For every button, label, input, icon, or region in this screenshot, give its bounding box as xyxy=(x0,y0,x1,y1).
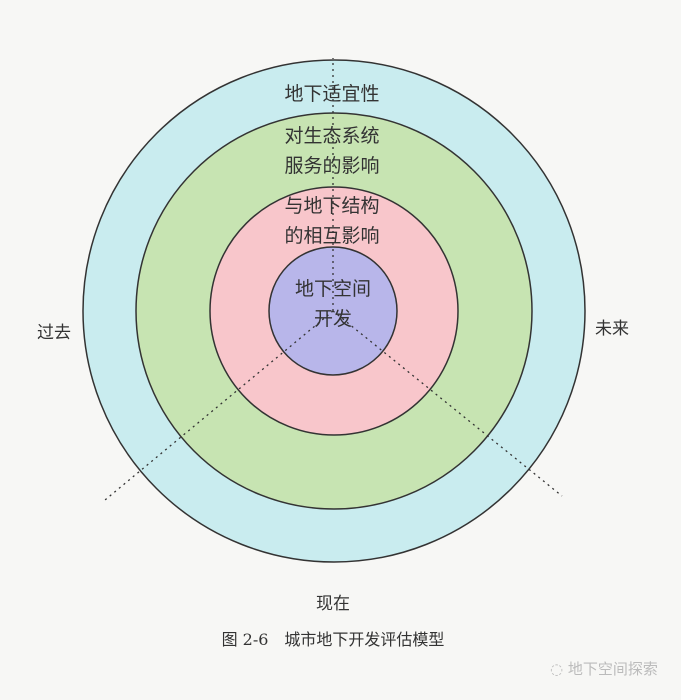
label-line: 与地下结构 xyxy=(284,195,380,217)
ring-label-ecosystem: 对生态系统 服务的影响 xyxy=(284,121,379,181)
watermark-text: 地下空间探索 xyxy=(567,660,658,678)
axis-label-past: 过去 xyxy=(37,323,71,343)
ring-label-suitability: 地下适宜性 xyxy=(284,83,380,105)
label-line: 对生态系统 xyxy=(284,125,380,147)
label-line: 地下空间 xyxy=(294,278,372,300)
label-line: 服务的影响 xyxy=(284,155,380,177)
axis-label-present: 现在 xyxy=(316,594,350,614)
label-line: 的相互影响 xyxy=(284,225,380,247)
watermark: ◌ 地下空间探索 xyxy=(550,658,658,679)
label-line: 开发 xyxy=(313,308,353,330)
axis-label-future: 未来 xyxy=(595,319,629,339)
dashed-line-future-right xyxy=(332,310,563,497)
ring-label-structure: 与地下结构 的相互影响 xyxy=(284,191,379,251)
dashed-line-present-left xyxy=(104,310,334,501)
wechat-icon: ◌ xyxy=(550,660,564,678)
core-label: 地下空间 开发 xyxy=(295,274,371,334)
figure-caption: 图 2-6 城市地下开发评估模型 xyxy=(221,630,445,649)
